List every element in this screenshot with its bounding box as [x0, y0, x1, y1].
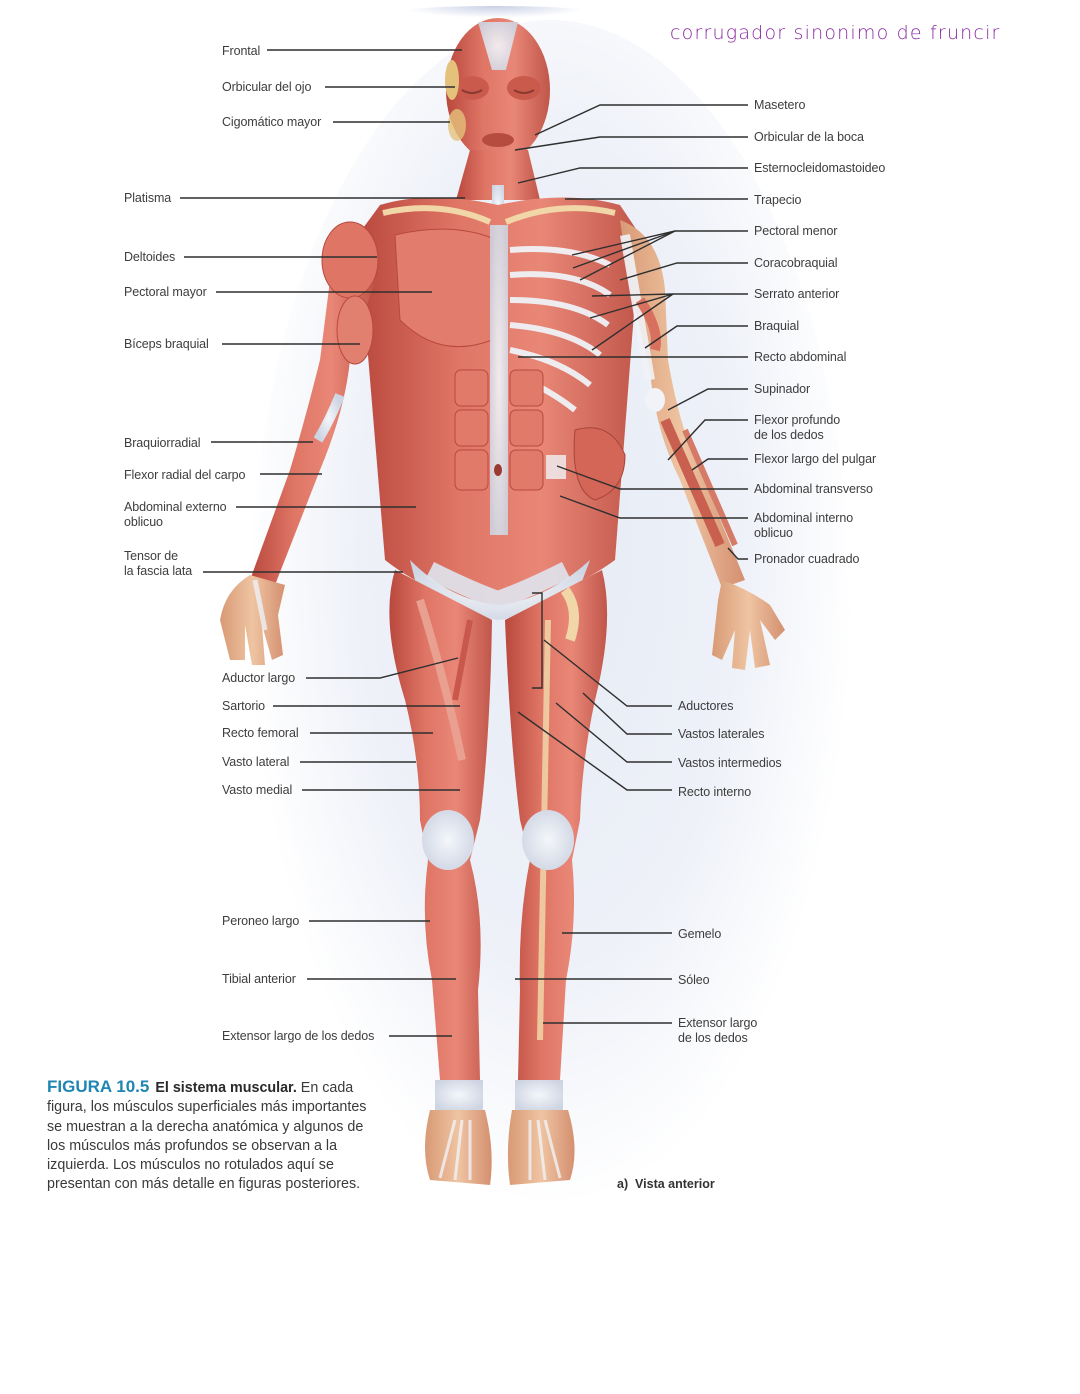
label-pronador-cuadrado: Pronador cuadrado — [754, 552, 860, 566]
figure-caption-text: En cada figura, los músculos superficial… — [47, 1080, 367, 1193]
label-platisma: Platisma — [124, 191, 172, 205]
label-recto-femoral: Recto femoral — [222, 726, 299, 740]
label-braquial: Braquial — [754, 319, 800, 333]
figure-title: El sistema muscular. — [155, 1080, 297, 1096]
label-vasto-lateral: Vasto lateral — [222, 755, 290, 769]
label-cigomatico-mayor: Cigomático mayor — [222, 115, 322, 129]
label-deltoides: Deltoides — [124, 250, 176, 264]
label-esternocleidomastoideo: Esternocleidomastoideo — [754, 161, 886, 175]
label-vasto-medial: Vasto medial — [222, 783, 293, 797]
label-biceps-braquial: Bíceps braquial — [124, 337, 209, 351]
label-tensor-fascia-lata: Tensor de la fascia lata — [124, 549, 193, 578]
label-braquiorradial: Braquiorradial — [124, 436, 201, 450]
label-flexor-profundo-dedos: Flexor profundo de los dedos — [754, 413, 841, 442]
figure-number: FIGURA 10.5 — [47, 1077, 150, 1096]
label-serrato-anterior: Serrato anterior — [754, 287, 840, 301]
top-shadow — [400, 6, 590, 18]
label-soleo: Sóleo — [678, 973, 710, 987]
label-abdominal-externo-oblicuo: Abdominal externo oblicuo — [124, 500, 227, 529]
label-extensor-largo-dedos-right: Extensor largo de los dedos — [678, 1016, 758, 1045]
body-figure — [220, 18, 785, 1185]
label-pectoral-menor: Pectoral menor — [754, 224, 838, 238]
label-abdominal-transverso: Abdominal transverso — [754, 482, 873, 496]
label-masetero: Masetero — [754, 98, 806, 112]
label-flexor-largo-pulgar: Flexor largo del pulgar — [754, 452, 877, 466]
figure-caption: FIGURA 10.5 El sistema muscular. En cada … — [47, 1077, 377, 1195]
label-abdominal-interno-oblicuo: Abdominal interno oblicuo — [754, 511, 854, 540]
label-peroneo-largo: Peroneo largo — [222, 914, 300, 928]
label-vastos-intermedios: Vastos intermedios — [678, 756, 782, 770]
label-flexor-radial-del-carpo: Flexor radial del carpo — [124, 468, 246, 482]
label-recto-abdominal: Recto abdominal — [754, 350, 847, 364]
label-orbicular-del-ojo: Orbicular del ojo — [222, 80, 312, 94]
label-coracobraquial: Coracobraquial — [754, 256, 838, 270]
label-pectoral-mayor: Pectoral mayor — [124, 285, 207, 299]
leader-lines — [180, 49, 748, 1037]
label-recto-interno: Recto interno — [678, 785, 752, 799]
handwritten-note: corrugador sinonimo de fruncir — [670, 22, 1001, 44]
label-extensor-largo-dedos-left: Extensor largo de los dedos — [222, 1029, 375, 1043]
label-aductores: Aductores — [678, 699, 734, 713]
view-label: a) Vista anterior — [617, 1177, 715, 1191]
label-vastos-laterales: Vastos laterales — [678, 727, 765, 741]
label-tibial-anterior: Tibial anterior — [222, 972, 296, 986]
label-supinador: Supinador — [754, 382, 811, 396]
label-gemelo: Gemelo — [678, 927, 722, 941]
label-aductor-largo: Aductor largo — [222, 671, 296, 685]
label-orbicular-de-la-boca: Orbicular de la boca — [754, 130, 864, 144]
label-trapecio: Trapecio — [754, 193, 802, 207]
label-sartorio: Sartorio — [222, 699, 265, 713]
label-frontal: Frontal — [222, 44, 261, 58]
